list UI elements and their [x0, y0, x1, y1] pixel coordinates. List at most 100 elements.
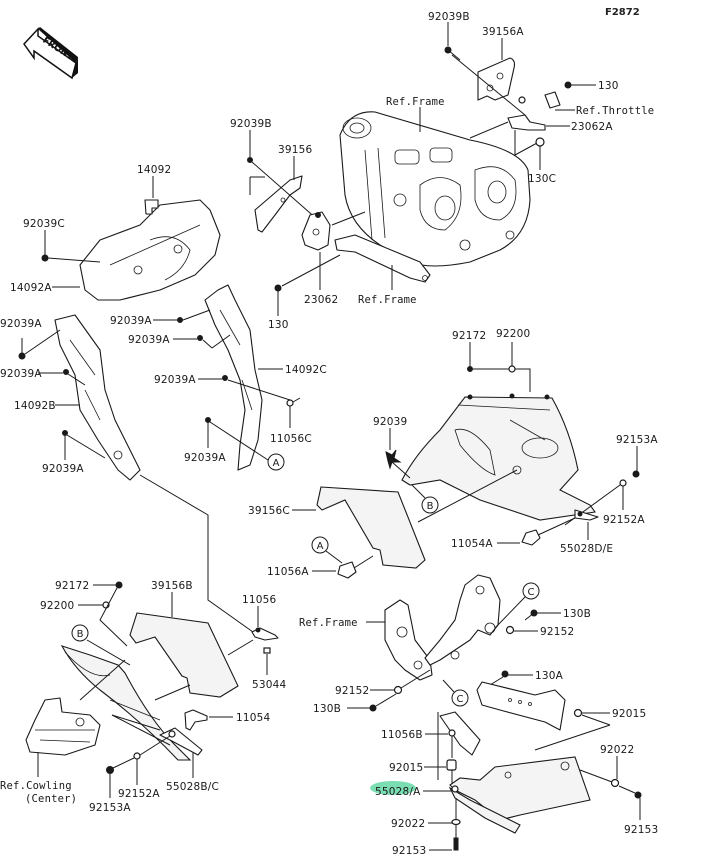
label-53044: 53044 [252, 679, 287, 691]
highlight-55028A [370, 781, 416, 795]
ref-marker-A-1: A [273, 458, 280, 469]
label-92015-left: 92015 [389, 762, 423, 774]
label-55028DE: 55028D/E [560, 543, 613, 555]
side-cowl-lower [60, 645, 192, 761]
label-55028A: 55028/A [375, 786, 421, 798]
mount-bracket-23062 [301, 211, 331, 251]
figure-id: F2872 [605, 7, 640, 18]
ref-marker-B-1: B [427, 501, 434, 512]
label-92015-right: 92015 [612, 708, 646, 720]
label-ref-cowling-center: (Center) [25, 793, 77, 805]
clip-92039 [385, 449, 402, 470]
label-92200-right: 92200 [496, 328, 530, 340]
frame-reference-top [339, 111, 531, 267]
frame-subframe [384, 599, 433, 681]
label-92022-right: 92022 [600, 744, 634, 756]
side-cowl-upper [401, 393, 596, 521]
inner-cowl-14092C [204, 284, 263, 471]
label-92022-left: 92022 [391, 818, 425, 830]
label-92039A-7: 92039A [184, 452, 226, 464]
lower-side-panel [448, 756, 591, 834]
ref-marker-B-2: B [77, 629, 84, 640]
label-92039A-4: 92039A [110, 315, 152, 327]
label-92153A-left: 92153A [89, 802, 131, 814]
label-23062A: 23062A [571, 121, 613, 133]
frame-rail [334, 234, 431, 283]
label-11056C: 11056C [270, 433, 312, 445]
label-11056: 11056 [242, 594, 277, 606]
label-92039B-mid: 92039B [230, 118, 272, 130]
label-39156: 39156 [278, 144, 313, 156]
inner-cowl-14092B [54, 314, 141, 481]
label-92152A-left: 92152A [118, 788, 160, 800]
grommet-55028BC [159, 727, 203, 756]
ref-marker-C-1: C [528, 587, 535, 598]
label-92200-left: 92200 [40, 600, 74, 612]
label-39156B: 39156B [151, 580, 193, 592]
bracket-39156A [477, 57, 516, 101]
label-92039A-3: 92039A [42, 463, 84, 475]
label-55028BC: 55028B/C [166, 781, 219, 793]
label-92172-left: 92172 [55, 580, 89, 592]
label-11054A: 11054A [451, 538, 493, 550]
label-ref-throttle: Ref.Throttle [576, 105, 654, 117]
clip-11054 [184, 709, 208, 731]
bolt-92039B-top [444, 46, 461, 61]
label-11056A: 11056A [267, 566, 309, 578]
label-92152-left: 92152 [335, 685, 369, 697]
label-14092: 14092 [137, 164, 171, 176]
label-92039A-1: 92039A [0, 318, 42, 330]
panel-39156B [129, 612, 239, 698]
label-11056B: 11056B [381, 729, 423, 741]
front-direction-arrow-icon: FRONT [23, 27, 78, 80]
stay-bracket [439, 681, 566, 756]
label-130-mid: 130 [268, 319, 289, 331]
clip-11056A [337, 561, 357, 579]
bolt-130A [501, 670, 509, 678]
label-92039A-5: 92039A [128, 334, 170, 346]
label-23062: 23062 [304, 294, 338, 306]
label-11054: 11054 [236, 712, 271, 724]
cowling-center-reference [25, 697, 101, 756]
label-92152A-right: 92152A [603, 514, 645, 526]
label-130-top: 130 [598, 80, 619, 92]
label-92039C: 92039C [23, 218, 65, 230]
label-14092C: 14092C [285, 364, 327, 376]
label-14092B: 14092B [14, 400, 56, 412]
label-92039: 92039 [373, 416, 407, 428]
clip-14092 [144, 199, 159, 215]
bracket-23062A [507, 114, 546, 131]
label-92153A-right: 92153A [616, 434, 658, 446]
label-92153-left: 92153 [392, 845, 426, 857]
bracket-39156 [254, 175, 303, 233]
throttle-mount [518, 81, 572, 109]
label-92152-right: 92152 [540, 626, 574, 638]
clip-11054A [521, 529, 541, 546]
label-130C: 130C [528, 173, 556, 185]
label-39156C: 39156C [248, 505, 290, 517]
bolt-130B-right [524, 609, 538, 621]
label-39156A: 39156A [482, 26, 524, 38]
panel-39156C [316, 486, 426, 569]
bolt-11056C [286, 397, 301, 407]
label-130B-left: 130B [313, 703, 341, 715]
label-92039A-6: 92039A [154, 374, 196, 386]
grommet-55028DE [574, 509, 599, 521]
clip-11056 [251, 627, 279, 641]
ref-marker-A-2: A [317, 541, 324, 552]
label-14092A: 14092A [10, 282, 52, 294]
bracket-upper-mount [424, 574, 501, 666]
label-ref-cowling: Ref.Cowling [0, 780, 72, 792]
label-130A: 130A [535, 670, 564, 682]
label-92153-right: 92153 [624, 824, 658, 836]
ref-marker-C-2: C [457, 694, 464, 705]
label-ref-frame-low: Ref.Frame [299, 617, 358, 629]
label-ref-frame-top: Ref.Frame [386, 96, 445, 108]
label-92172-right: 92172 [452, 330, 486, 342]
label-130B-right: 130B [563, 608, 591, 620]
inner-cowl-14092A [79, 199, 221, 301]
label-92039B-top: 92039B [428, 11, 470, 23]
label-ref-frame-mid: Ref.Frame [358, 294, 417, 306]
label-92039A-2: 92039A [0, 368, 42, 380]
